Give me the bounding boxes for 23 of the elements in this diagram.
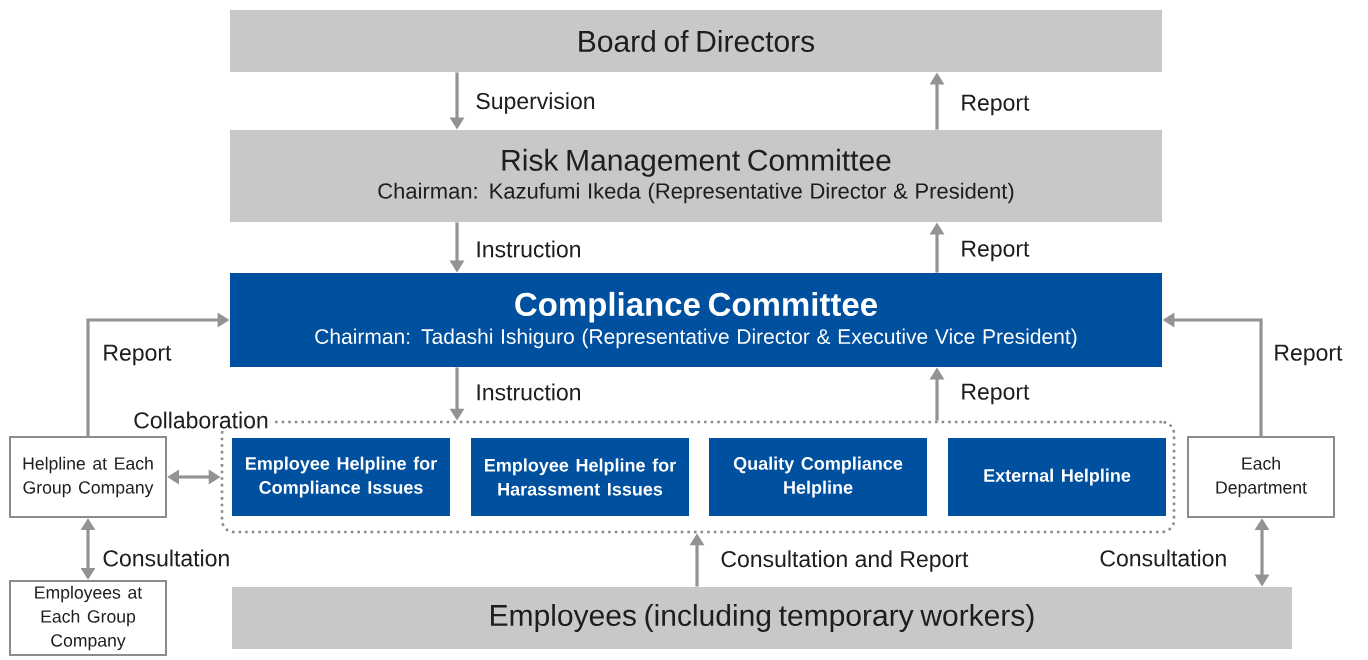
edge-label: Consultation [1097,547,1230,569]
org-box: Employees (including temporary workers) [232,587,1292,649]
unit-box: Helpline at Each Group Company [9,436,167,518]
org-box: Risk Management Committee Chairman: Kazufumi Ikeda (Representative Director & President) [230,130,1162,222]
edge-label: Report [1271,342,1345,368]
edge-label: Report [958,92,1032,118]
group-heading: Collaboration [131,409,271,431]
edge-label: Report [958,238,1032,264]
helpline-box: External Helpline [948,438,1166,516]
edge-label: Consultation and Report [718,548,971,574]
edge-label: Consultation [100,547,233,569]
org-box: Compliance Committee Chairman: Tadashi Ishiguro (Representative Director & Executive Vice President) [230,273,1162,367]
helpline-box: Employee Helpline for Harassment Issues [471,438,689,516]
edge-label: Report [100,342,174,368]
helpline-box: Quality Compliance Helpline [709,438,927,516]
unit-box: Employees at Each Group Company [9,580,167,656]
org-box: Board of Directors [230,10,1162,72]
edge-label: Report [958,381,1032,407]
helpline-box: Employee Helpline for Compliance Issues [232,438,450,516]
edge-label: Instruction [473,238,584,260]
edge-label: Instruction [473,381,584,403]
unit-box: Each Department [1187,436,1335,518]
edge-label: Supervision [473,90,598,116]
